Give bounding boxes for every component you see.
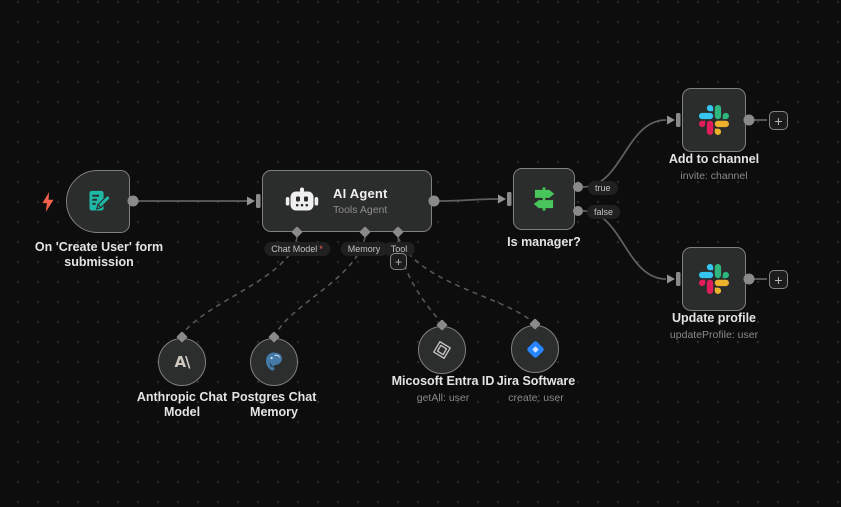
node-microsoft-entra-id[interactable]: [418, 326, 466, 374]
entra-subtitle: getAll: user: [416, 392, 470, 404]
jira-label: Jira Software create: user: [456, 374, 616, 406]
add-to-channel-title: Add to channel: [668, 152, 760, 166]
node-ai-agent[interactable]: AI Agent Tools Agent: [262, 170, 432, 232]
anthropic-label-line1: Anthropic Chat: [136, 390, 228, 404]
arrowhead: [667, 274, 675, 284]
node-jira-software[interactable]: [511, 325, 559, 373]
update-profile-title: Update profile: [671, 311, 757, 325]
arrowhead: [667, 115, 675, 125]
slack-icon: [699, 105, 729, 135]
node-is-manager[interactable]: [513, 168, 575, 230]
plus-icon: +: [774, 271, 783, 288]
arrowhead: [247, 196, 255, 206]
ai-agent-title: AI Agent: [333, 186, 388, 201]
anthropic-label: Anthropic Chat Model: [102, 390, 262, 420]
jira-icon: [526, 340, 544, 358]
chat-model-port-label: Chat Model*: [264, 242, 330, 256]
update-profile-label: Update profile updateProfile: user: [634, 311, 794, 343]
plus-icon: +: [774, 112, 783, 129]
required-asterisk: *: [319, 244, 323, 254]
entra-label: Micosoft Entra ID getAll: user: [363, 374, 523, 406]
node-anthropic-chat-model[interactable]: A\: [158, 338, 206, 386]
update-profile-subtitle: updateProfile: user: [669, 329, 759, 341]
is-manager-label: Is manager?: [484, 235, 604, 250]
jira-title: Jira Software: [496, 374, 576, 388]
node-add-to-channel[interactable]: [682, 88, 746, 152]
slack-icon: [699, 264, 729, 294]
postgres-label-line2: Memory: [250, 405, 298, 419]
memory-port-label: Memory: [340, 242, 388, 256]
postgres-label: Postgres Chat Memory: [194, 390, 354, 420]
add-to-channel-label: Add to channel invite: channel: [634, 152, 794, 184]
plus-icon: +: [394, 254, 402, 269]
add-tool-button[interactable]: +: [390, 253, 407, 270]
anthropic-icon: A\: [174, 353, 190, 371]
tool-port-label: Tool: [383, 242, 415, 256]
jira-subtitle: create: user: [508, 392, 564, 404]
true-output-label: true: [588, 181, 618, 195]
tool-label-text: Tool: [390, 244, 408, 254]
ai-agent-subtitle: Tools Agent: [333, 204, 388, 216]
false-label-text: false: [594, 207, 614, 217]
memory-label-text: Memory: [347, 244, 381, 254]
switch-signpost-icon: [533, 187, 555, 211]
wire-agent-to-manager: [438, 198, 499, 202]
robot-icon: [285, 187, 319, 211]
postgres-icon: [266, 352, 282, 371]
add-node-button[interactable]: +: [769, 270, 788, 289]
add-node-button[interactable]: +: [769, 111, 788, 130]
entra-icon: [433, 341, 451, 359]
form-trigger-label-line2: submission: [64, 255, 134, 269]
is-manager-label-text: Is manager?: [507, 235, 581, 249]
postgres-label-line1: Postgres Chat: [231, 390, 317, 404]
entra-title: Micosoft Entra ID: [391, 374, 495, 388]
form-icon: [89, 190, 111, 211]
add-to-channel-subtitle: invite: channel: [680, 170, 748, 182]
false-output-label: false: [587, 205, 621, 219]
form-trigger-label-line1: On 'Create User' form: [34, 240, 164, 254]
node-update-profile[interactable]: [682, 247, 746, 311]
arrowhead: [498, 194, 506, 204]
chat-model-label-text: Chat Model: [271, 244, 318, 254]
trigger-bolt-icon: [42, 192, 54, 212]
node-form-trigger[interactable]: [66, 170, 130, 233]
wire-tool-to-jira: [397, 236, 530, 320]
true-label-text: true: [595, 183, 611, 193]
node-postgres-chat-memory[interactable]: [250, 338, 298, 386]
form-trigger-label: On 'Create User' form submission: [9, 240, 189, 270]
anthropic-label-line2: Model: [163, 405, 201, 419]
